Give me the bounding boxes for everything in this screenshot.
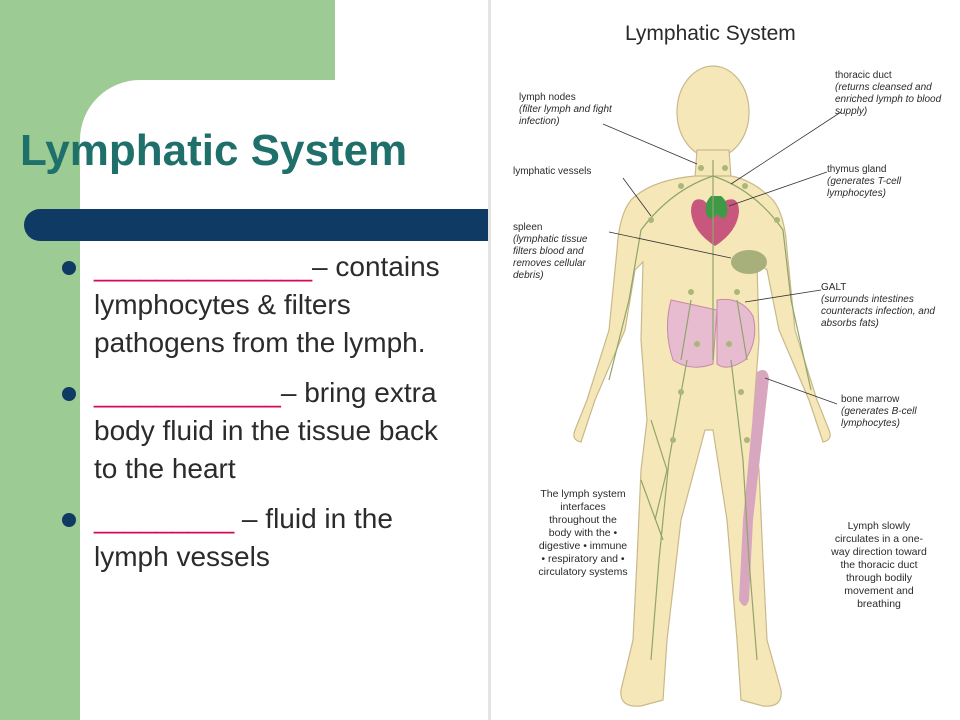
label-text: thymus gland <box>827 164 887 175</box>
note-lymph-circulation: Lymph slowly circulates in a one-way dir… <box>831 520 927 610</box>
label-text: thoracic duct <box>835 70 892 81</box>
label-subtext: (lymphatic tissue filters blood and remo… <box>513 234 588 281</box>
label-lymph-nodes: lymph nodes (filter lymph and fight infe… <box>519 92 619 128</box>
label-galt: GALT (surrounds intestines counteracts i… <box>821 282 951 330</box>
bone-marrow-shape <box>739 370 769 606</box>
label-thymus: thymus gland (generates T-cell lymphocyt… <box>827 164 931 200</box>
bullet-text: – bring extra body fluid in the tissue b… <box>94 377 438 484</box>
bullet-dot-icon <box>62 261 76 275</box>
bullet-item: _________ – fluid in the lymph vessels <box>58 500 468 576</box>
label-subtext: (generates B-cell lymphocytes) <box>841 406 917 429</box>
label-lymphatic-vessels: lymphatic vessels <box>513 166 623 178</box>
label-subtext: (returns cleansed and enriched lymph to … <box>835 82 942 117</box>
label-text: lymphatic vessels <box>513 166 592 177</box>
label-subtext: (generates T-cell lymphocytes) <box>827 176 902 199</box>
note-lymph-interfaces: The lymph system interfaces throughout t… <box>538 488 628 578</box>
lymph-nodes <box>648 165 780 443</box>
bullet-list: ______________– contains lymphocytes & f… <box>58 248 468 588</box>
bullet-text: – fluid in the lymph vessels <box>94 503 393 572</box>
label-text: GALT <box>821 282 847 293</box>
body-silhouette <box>573 65 831 707</box>
slide-title: Lymphatic System <box>20 126 408 175</box>
label-spleen: spleen (lymphatic tissue filters blood a… <box>513 222 609 282</box>
label-subtext: (surrounds intestines counteracts infect… <box>821 294 935 329</box>
bullet-blank: ______________ <box>94 251 313 282</box>
label-subtext: (filter lymph and fight infection) <box>519 104 612 127</box>
bullet-item: ____________– bring extra body fluid in … <box>58 374 468 488</box>
bullet-blank: _________ <box>94 503 235 534</box>
label-text: bone marrow <box>841 394 900 405</box>
leader-lines <box>602 111 842 405</box>
bullet-dot-icon <box>62 387 76 401</box>
label-bone-marrow: bone marrow (generates B-cell lymphocyte… <box>841 394 931 430</box>
bullet-text: – contains lymphocytes & filters pathoge… <box>94 251 440 358</box>
label-text: lymph nodes <box>519 92 576 103</box>
thymus-shape <box>705 196 728 219</box>
bullet-blank: ____________ <box>94 377 281 408</box>
lymph-vessels <box>608 160 812 661</box>
title-underline-bar <box>24 209 494 241</box>
spleen-shape <box>731 250 767 274</box>
label-text: spleen <box>513 222 543 233</box>
label-thoracic-duct: thoracic duct (returns cleansed and enri… <box>835 70 959 118</box>
diagram-title: Lymphatic System <box>625 22 796 45</box>
lymphatic-diagram: Lymphatic System lymph nodes (filter lym… <box>488 0 960 720</box>
bullet-item: ______________– contains lymphocytes & f… <box>58 248 468 362</box>
body-illustration <box>573 65 842 707</box>
bullet-dot-icon <box>62 513 76 527</box>
intestines-shape <box>667 298 756 368</box>
